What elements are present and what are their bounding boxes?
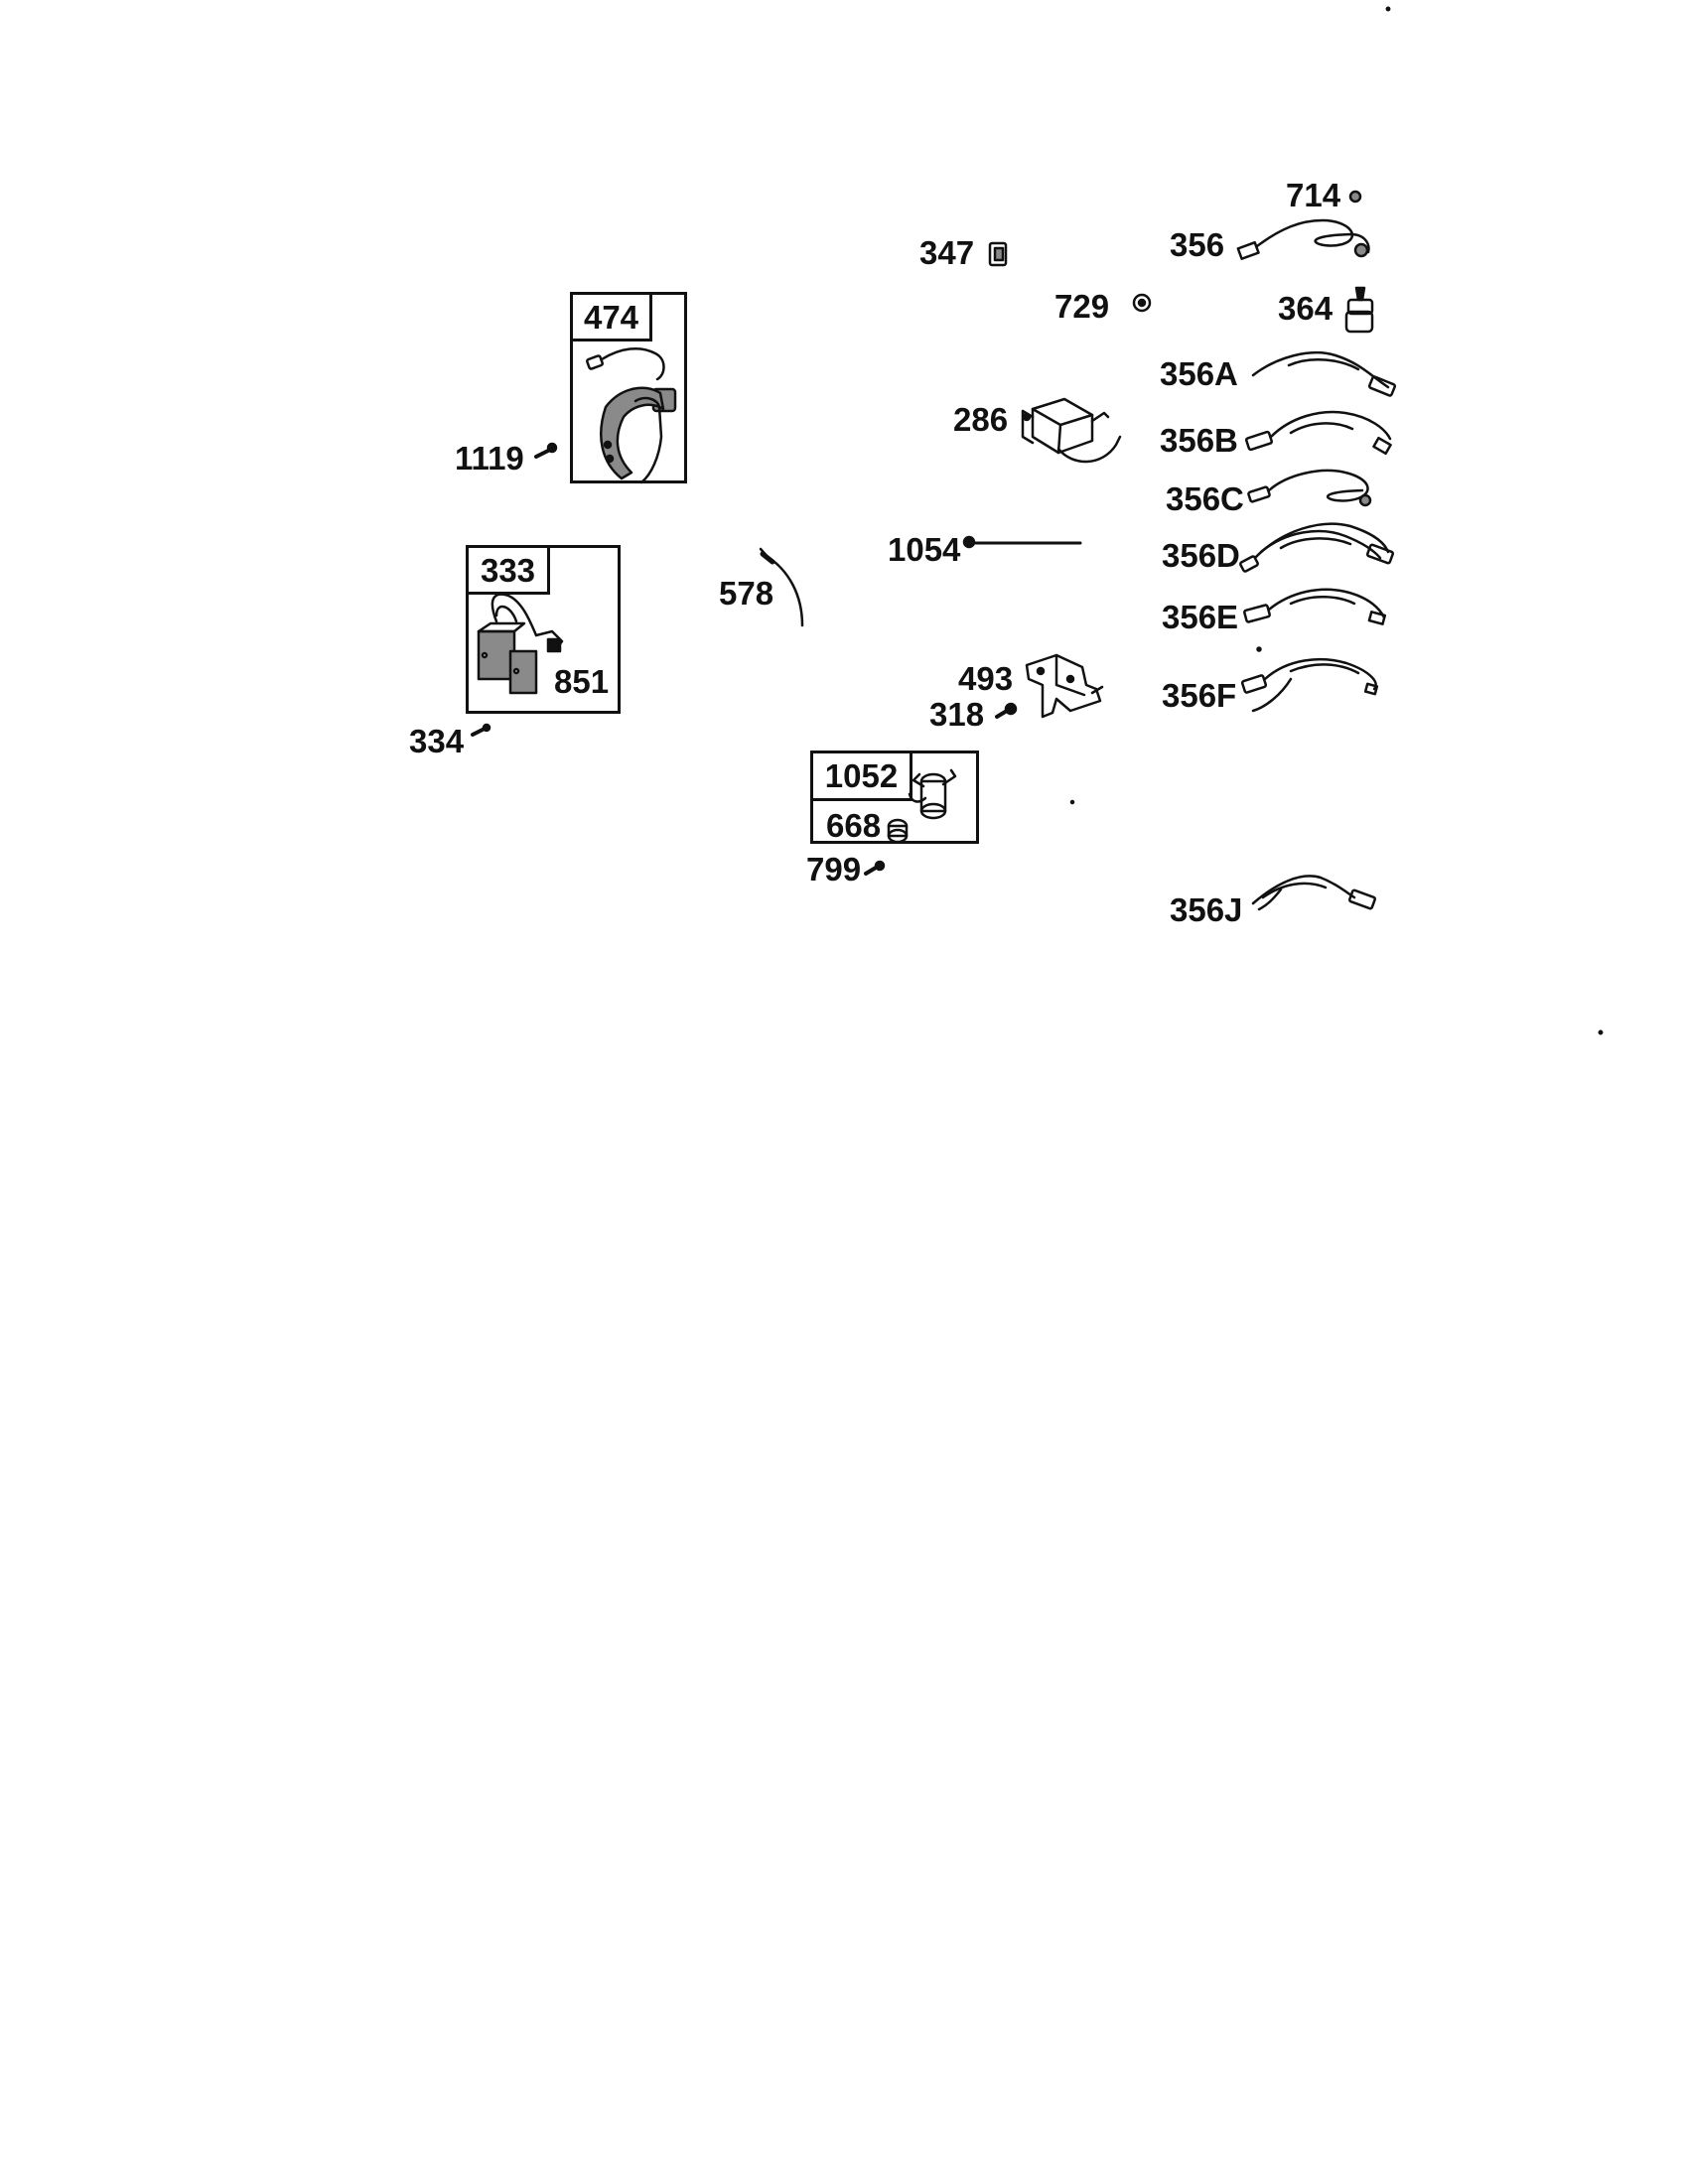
label-493: 493 [958,660,1014,697]
group-474-header: 474 [573,295,652,341]
part-356E-harness [1243,588,1387,625]
part-356A-harness [1251,351,1397,397]
group-1052-divider [813,798,912,801]
part-493-bracket [1025,653,1104,719]
label-729: 729 [1054,288,1110,325]
label-799: 799 [806,851,862,887]
group-1052-box: 1052 [810,751,979,844]
part-356D-harness [1239,522,1395,573]
part-1052-solenoid [908,768,957,820]
part-318-screw [995,702,1018,719]
label-356J: 356J [1170,891,1243,928]
part-333-armature [477,593,564,695]
label-356A: 356A [1160,355,1238,392]
scan-specks [1069,6,1604,1035]
label-356E: 356E [1162,599,1239,635]
label-714: 714 [1286,177,1341,213]
part-474-armature [586,346,677,484]
part-347-clip [988,241,1008,267]
label-851: 851 [554,663,610,700]
part-714-nut [1348,190,1362,204]
part-356F-harness [1240,657,1379,713]
part-334-screw [471,723,491,737]
label-356C: 356C [1166,480,1244,517]
part-356B-harness [1245,410,1392,456]
group-333-header: 333 [469,548,550,595]
label-356: 356 [1170,226,1225,263]
part-668-cap [887,818,909,844]
label-286: 286 [953,401,1009,438]
label-1054: 1054 [888,531,961,568]
part-356J-harness [1251,875,1377,911]
label-347: 347 [919,234,975,271]
part-356-harness [1236,218,1370,260]
label-318: 318 [929,696,985,733]
group-333-box: 333 [466,545,621,714]
part-1054-cable-tie [962,535,1082,549]
label-1119: 1119 [455,440,524,477]
label-356B: 356B [1160,422,1238,459]
part-729-nut [1132,293,1152,313]
label-668: 668 [826,807,882,844]
part-799-screw [864,860,886,876]
group-474-box: 474 [570,292,687,483]
part-578-wire [759,547,804,627]
label-334: 334 [409,723,465,759]
group-1052-header: 1052 [813,753,912,801]
label-356F: 356F [1162,677,1237,714]
label-356D: 356D [1162,537,1240,574]
part-364-sensor [1344,286,1374,334]
label-364: 364 [1278,290,1333,327]
part-1119-screw [534,442,558,459]
part-356C-harness [1247,469,1372,507]
label-578: 578 [719,575,774,612]
part-286-regulator [1021,397,1122,464]
